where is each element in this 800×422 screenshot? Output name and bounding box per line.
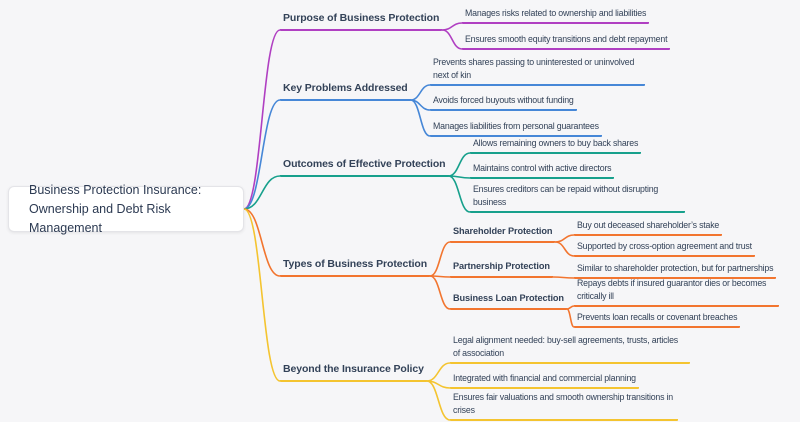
leaf-node[interactable]: Ensures creditors can be repaid without … xyxy=(470,183,685,213)
branch-key-problems[interactable]: Key Problems Addressed xyxy=(280,81,411,101)
leaf-node[interactable]: Manages liabilities from personal guaran… xyxy=(430,120,602,137)
branch-connector xyxy=(409,84,431,101)
branch-outcomes[interactable]: Outcomes of Effective Protection xyxy=(280,157,449,177)
branch-connector xyxy=(409,99,431,111)
leaf-node[interactable]: Prevents loan recalls or covenant breach… xyxy=(574,311,741,328)
branch-connector xyxy=(243,208,281,277)
subbranch-business-loan-protection[interactable]: Business Loan Protection xyxy=(450,292,567,310)
branch-connector xyxy=(447,175,471,213)
branch-connector xyxy=(552,276,575,279)
branch-connector xyxy=(447,152,471,177)
leaf-node[interactable]: Ensures fair valuations and smooth owner… xyxy=(450,391,678,421)
leaf-node[interactable]: Buy out deceased shareholder’s stake xyxy=(574,219,723,236)
leaf-node[interactable]: Legal alignment needed: buy-sell agreeme… xyxy=(450,334,690,364)
root-node[interactable]: Business Protection Insurance: Ownership… xyxy=(8,183,244,235)
branch-connector xyxy=(409,99,431,137)
branch-connector xyxy=(554,241,575,257)
leaf-node[interactable]: Allows remaining owners to buy back shar… xyxy=(470,137,642,154)
branch-connector xyxy=(441,22,463,31)
branch-connector xyxy=(429,275,451,278)
branch-connector xyxy=(429,275,451,310)
leaf-node[interactable]: Integrated with financial and commercial… xyxy=(450,372,639,389)
branch-connector xyxy=(429,241,451,277)
leaf-node[interactable]: Prevents shares passing to uninterested … xyxy=(430,56,645,86)
leaf-node[interactable]: Avoids forced buyouts without funding xyxy=(430,94,577,111)
branch-connector xyxy=(243,208,281,382)
branch-connector xyxy=(566,305,575,310)
branch-connector xyxy=(447,175,471,179)
branch-connector xyxy=(426,380,451,389)
branch-purpose[interactable]: Purpose of Business Protection xyxy=(280,11,443,31)
leaf-node[interactable]: Ensures smooth equity transitions and de… xyxy=(462,33,671,50)
leaf-node[interactable]: Maintains control with active directors xyxy=(470,162,615,179)
branch-connector xyxy=(554,234,575,243)
branch-connector xyxy=(441,29,463,50)
leaf-node[interactable]: Manages risks related to ownership and l… xyxy=(462,7,650,24)
subbranch-partnership-protection[interactable]: Partnership Protection xyxy=(450,260,553,278)
leaf-node[interactable]: Repays debts if insured guarantor dies o… xyxy=(574,277,779,307)
leaf-node[interactable]: Supported by cross-option agreement and … xyxy=(574,240,755,257)
branch-connector xyxy=(243,175,281,210)
branch-connector xyxy=(566,308,575,328)
subbranch-shareholder-protection[interactable]: Shareholder Protection xyxy=(450,225,556,243)
branch-connector xyxy=(426,362,451,382)
leaf-node[interactable]: Similar to shareholder protection, but f… xyxy=(574,262,777,279)
branch-connector xyxy=(243,99,281,210)
branch-connector xyxy=(426,380,451,421)
branch-beyond-policy[interactable]: Beyond the Insurance Policy xyxy=(280,362,427,382)
branch-types[interactable]: Types of Business Protection xyxy=(280,257,431,277)
branch-connector xyxy=(243,29,281,210)
